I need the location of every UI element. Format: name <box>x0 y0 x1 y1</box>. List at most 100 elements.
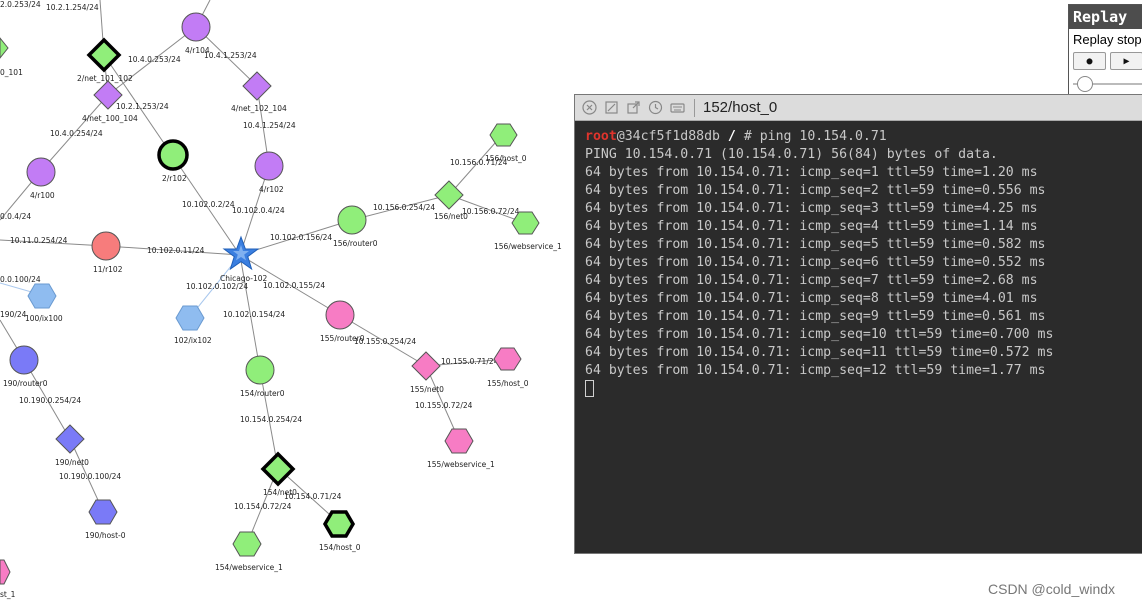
node-4-r102[interactable]: 4/r102 <box>254 151 284 194</box>
replay-slider[interactable] <box>1073 76 1142 92</box>
node-156-router0[interactable]: 156/router0 <box>333 205 378 248</box>
topology-edge-labels: 2.0.253/24 10.2.1.254/24 10.4.0.253/24 1… <box>0 0 520 511</box>
node-label: 2/r102 <box>162 174 187 183</box>
slider-track <box>1073 83 1142 85</box>
edge-label: 10.155.0.72/24 <box>415 401 473 410</box>
node-label: 156/webservice_1 <box>494 242 562 251</box>
edge-label: 10.11.0.254/24 <box>10 236 68 245</box>
prompt-command: ping 10.154.0.71 <box>759 129 887 144</box>
minimize-icon[interactable] <box>603 99 620 116</box>
node-chicago-102[interactable]: Chicago-102 <box>220 235 268 283</box>
terminal-line: 64 bytes from 10.154.0.71: icmp_seq=9 tt… <box>585 309 1046 324</box>
node-label: 102/ix102 <box>174 336 212 345</box>
node-label: 4/r102 <box>259 185 284 194</box>
node-155-net0[interactable]: 155/net0 <box>410 351 444 394</box>
node-154-webservice-1[interactable]: 154/webservice_1 <box>215 531 283 572</box>
edge-label: 0.0.100/24 <box>0 275 41 284</box>
node-155-webservice-1[interactable]: 155/webservice_1 <box>427 428 495 469</box>
replay-controls: ● ▶ <box>1069 50 1142 72</box>
node-label: 155/net0 <box>410 385 444 394</box>
terminal-line: 64 bytes from 10.154.0.71: icmp_seq=3 tt… <box>585 201 1038 216</box>
record-button[interactable]: ● <box>1073 52 1106 70</box>
edge-label: 10.154.0.254/24 <box>240 415 302 424</box>
node-4-net-100-104[interactable]: 4/net_100_104 <box>82 80 138 123</box>
edge-label: 10.102.0.102/24 <box>186 282 248 291</box>
node-102-ix102[interactable]: 102/ix102 <box>174 305 212 345</box>
terminal-window[interactable]: 152/host_0 root@34cf5f1d88db / # ping 10… <box>574 94 1142 554</box>
node-label: 156/host_0 <box>485 154 527 163</box>
terminal-prompt-line: root@34cf5f1d88db / # ping 10.154.0.71 <box>585 128 1142 146</box>
node-100-ix100[interactable]: 100/ix100 <box>25 283 63 323</box>
node-label: 4/r100 <box>30 191 55 200</box>
edge-label: 190/24 <box>0 310 27 319</box>
edge-label: 10.4.0.253/24 <box>128 55 181 64</box>
edge-label: 10.102.0.11/24 <box>147 246 205 255</box>
terminal-line: 64 bytes from 10.154.0.71: icmp_seq=2 tt… <box>585 183 1046 198</box>
node-190-router0[interactable]: 190/router0 <box>3 345 48 388</box>
node-154-net0[interactable]: 154/net0 <box>260 451 297 497</box>
node-label: 154/router0 <box>240 389 285 398</box>
node-label: 4/r104 <box>185 46 210 55</box>
terminal-titlebar[interactable]: 152/host_0 <box>575 95 1142 121</box>
node-label: 155/host_0 <box>487 379 529 388</box>
history-icon[interactable] <box>647 99 664 116</box>
close-icon[interactable] <box>581 99 598 116</box>
node-label: 11/r102 <box>93 265 123 274</box>
edge-label: 0.0.4/24 <box>0 212 31 221</box>
node-155-host-0[interactable]: 155/host_0 <box>487 347 529 388</box>
terminal-cursor <box>585 380 594 397</box>
edge-label: 10.155.0.71/24 <box>441 357 499 366</box>
node-156-host-0[interactable]: 156/host_0 <box>485 123 527 163</box>
node-4-r100[interactable]: 4/r100 <box>26 157 56 200</box>
node-label: 154/host_0 <box>319 543 361 552</box>
keyboard-icon[interactable] <box>669 99 686 116</box>
edge-label: 10.4.0.254/24 <box>50 129 103 138</box>
edge-label: 10.4.1.254/24 <box>243 121 296 130</box>
node-partial-net-101[interactable]: 0_101 <box>0 37 23 77</box>
edge-label: 10.156.0.71/24 <box>450 158 508 167</box>
edge-label: 10.102.0.4/24 <box>232 206 285 215</box>
watermark: CSDN @cold_windx <box>988 581 1116 597</box>
node-2-net-101-102[interactable]: 2/net_101_102 <box>77 37 133 83</box>
node-156-net0[interactable]: 156/net0 <box>434 180 468 221</box>
slider-knob[interactable] <box>1077 76 1093 92</box>
edge-label: 10.190.0.100/24 <box>59 472 121 481</box>
edge-label: 10.156.0.254/24 <box>373 203 435 212</box>
node-label: st_1 <box>0 590 16 599</box>
node-label: Chicago-102 <box>220 274 268 283</box>
terminal-line: 64 bytes from 10.154.0.71: icmp_seq=4 tt… <box>585 219 1038 234</box>
node-label: 190/host-0 <box>85 531 126 540</box>
terminal-title: 152/host_0 <box>703 99 778 116</box>
play-icon: ▶ <box>1123 55 1130 67</box>
edge-label: 10.190.0.254/24 <box>19 396 81 405</box>
node-154-router0[interactable]: 154/router0 <box>240 355 285 398</box>
terminal-input-line[interactable] <box>585 380 1142 399</box>
node-2-r102[interactable]: 2/r102 <box>157 139 189 183</box>
node-190-net0[interactable]: 190/net0 <box>55 424 89 467</box>
node-4-r104[interactable]: 4/r104 <box>181 12 211 55</box>
replay-panel-title: Replay <box>1069 5 1142 29</box>
topology-nodes: 2/net_101_102 4/r104 4/net_100_104 4/net… <box>0 12 562 599</box>
node-4-net-102-104[interactable]: 4/net_102_104 <box>231 71 287 113</box>
edge-label: 10.102.0.2/24 <box>182 200 235 209</box>
edge-label: 10.156.0.72/24 <box>462 207 520 216</box>
node-label: 155/webservice_1 <box>427 460 495 469</box>
node-155-router0[interactable]: 155/router0 <box>320 300 365 343</box>
terminal-line: 64 bytes from 10.154.0.71: icmp_seq=7 tt… <box>585 273 1038 288</box>
node-label: 154/webservice_1 <box>215 563 283 572</box>
node-11-r102[interactable]: 11/r102 <box>91 231 123 274</box>
edge-label: 2.0.253/24 <box>0 0 41 9</box>
edge-label: 10.2.1.254/24 <box>46 3 99 12</box>
node-156-webservice-1[interactable]: 156/webservice_1 <box>494 211 562 251</box>
play-button[interactable]: ▶ <box>1110 52 1142 70</box>
node-label: 2/net_101_102 <box>77 74 133 83</box>
terminal-line: 64 bytes from 10.154.0.71: icmp_seq=6 tt… <box>585 255 1046 270</box>
prompt-path: / <box>719 129 744 144</box>
node-154-host-0[interactable]: 154/host_0 <box>319 510 361 552</box>
node-190-host-0[interactable]: 190/host-0 <box>85 499 126 540</box>
edge-label: 10.102.0.154/24 <box>223 310 285 319</box>
popout-icon[interactable] <box>625 99 642 116</box>
node-partial-webservice[interactable]: st_1 <box>0 559 16 599</box>
